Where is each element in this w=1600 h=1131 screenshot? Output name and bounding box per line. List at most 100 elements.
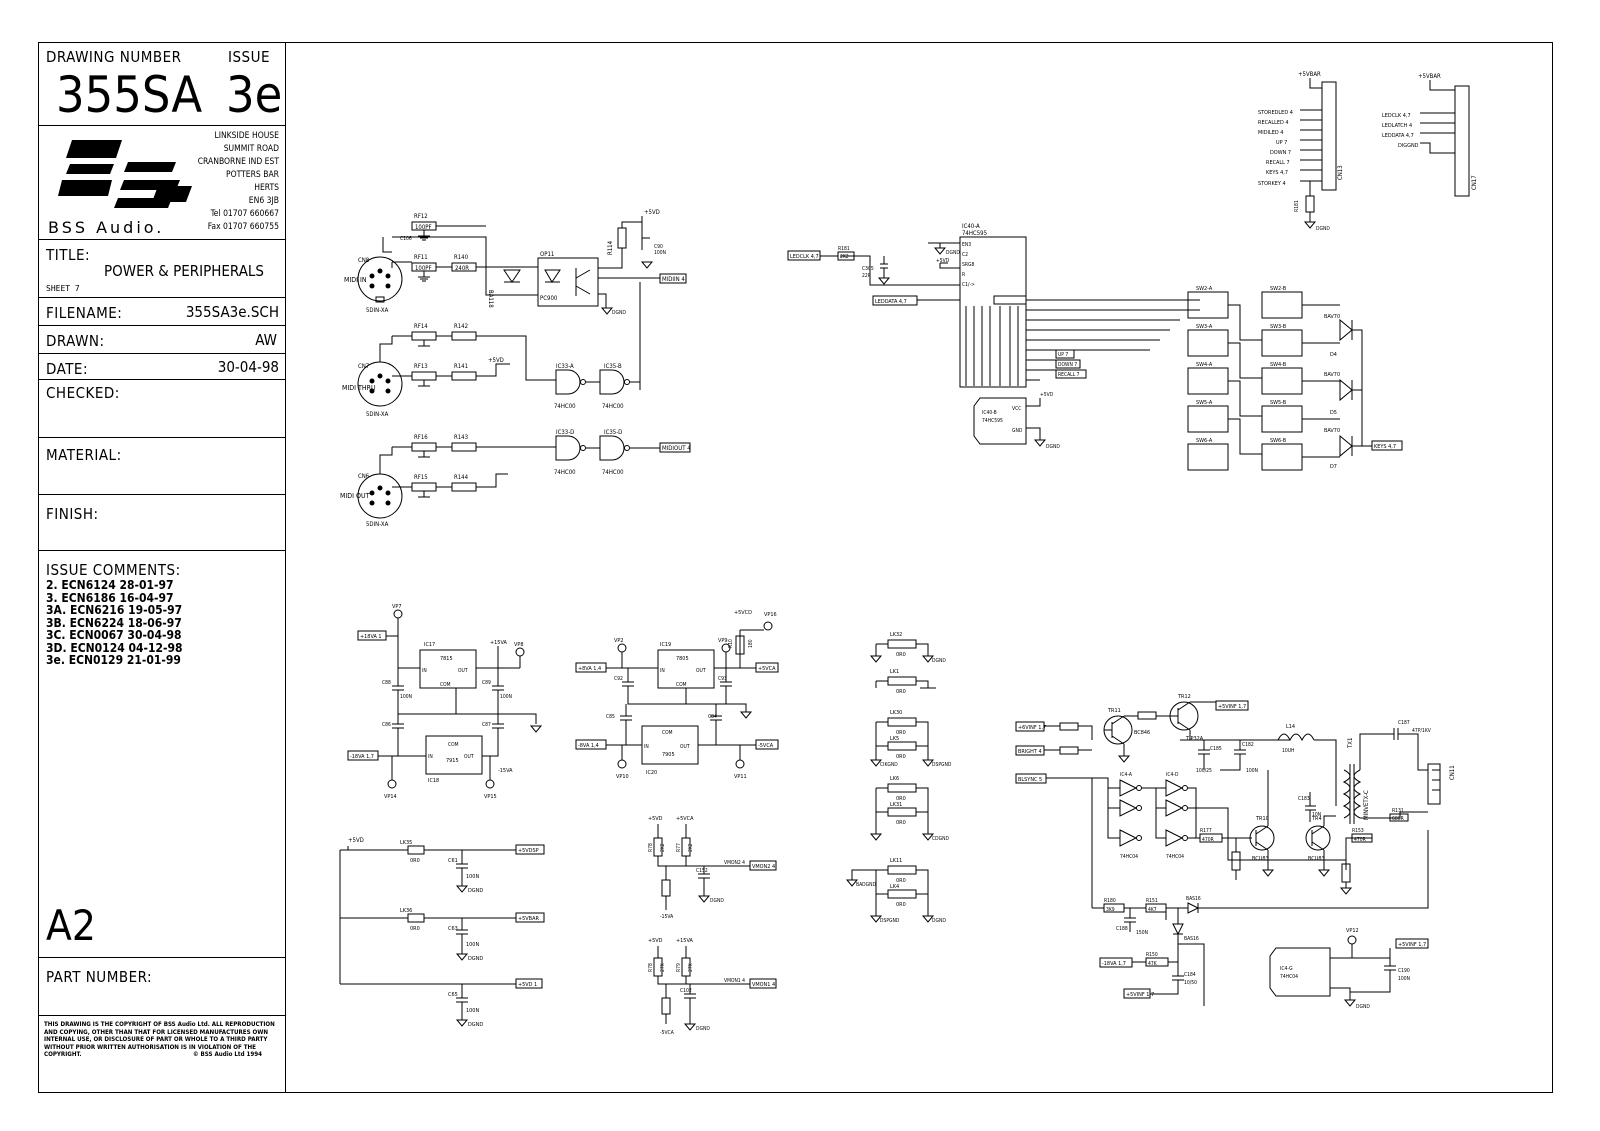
net-label: LEDCLK 4,7 — [1382, 113, 1411, 119]
cap-ref: C85 — [606, 714, 615, 720]
ic-ref: IC18 — [428, 778, 439, 784]
net-label: VMON1 4 — [752, 982, 775, 988]
cap-value: 100N — [1398, 976, 1410, 982]
switch-ref: SW4-A — [1196, 362, 1213, 368]
ic-type: 74HC595 — [962, 230, 987, 237]
net-label: +18VA 1 — [360, 634, 382, 640]
net-label: UP 7 — [1058, 352, 1068, 358]
resistor-value: 3K9 — [1106, 907, 1115, 913]
address-line: EN6 3JB — [248, 196, 279, 206]
gate-ref: IC33-A — [556, 363, 574, 370]
diode-ref: BA118 — [487, 290, 494, 308]
transistor-ref: TR12 — [1177, 694, 1191, 700]
resistor-value: 27K — [688, 962, 694, 972]
supply-rails: +5VD LK35 LK36 0R0 0R0 C61 C63 C65 100N … — [339, 837, 545, 1028]
connector-ref: CN7 — [358, 363, 369, 370]
switch-ref: SW2-B — [1270, 286, 1287, 292]
inverter-ref: IC4-D — [1166, 772, 1179, 778]
resistor-value: 2K2 — [660, 843, 666, 852]
regulator-section-15v: IC17 7815 IN OUT COM +18VA 1 VP7 VP8 +15… — [347, 604, 543, 800]
opto-ref: OP11 — [540, 251, 554, 258]
link-ref: LK4 — [890, 884, 899, 890]
supply-label: +5VD — [648, 816, 663, 822]
switch-ref: SW3-A — [1196, 324, 1213, 330]
din-connector-midi-out — [357, 473, 403, 519]
pin-label: COM — [676, 682, 687, 688]
resistor-ref: R144 — [454, 474, 469, 481]
ground-label: CDGND — [932, 836, 949, 842]
inverter-type: 74HC04 — [1120, 854, 1138, 860]
link-ref: LK5 — [890, 736, 899, 742]
copyright-notice: THIS DRAWING IS THE COPYRIGHT OF BSS Aud… — [44, 1021, 280, 1059]
pin-label: COM — [448, 742, 459, 748]
date-value: 30-04-98 — [217, 358, 279, 376]
resistor-ref: R181 — [838, 246, 850, 252]
net-label: +5VDSP — [518, 848, 539, 854]
link-ref: LK30 — [890, 710, 902, 716]
pin-label: VCC — [1012, 406, 1021, 412]
gate-ref: IC33-D — [556, 429, 574, 436]
sheet-size: A2 — [46, 901, 96, 950]
vp-label: VP8 — [514, 642, 524, 648]
cap-value: 100N — [466, 942, 479, 948]
company-name: BSS Audio. — [48, 218, 165, 237]
net-label: UP 7 — [1276, 140, 1287, 146]
connector-cn17: +5VBAR CN17 LEDCLK 4,7 LEDLATCH 4 LEDDAT… — [1382, 73, 1478, 197]
ground-label: DGND — [932, 658, 946, 664]
drawing-number: 355SA — [56, 66, 203, 124]
address-line: Tel 01707 660667 — [210, 209, 279, 219]
net-label: RECALL 7 — [1058, 372, 1080, 378]
net-label: +5VCA — [758, 666, 776, 672]
transistor-ref: TR10 — [1255, 816, 1269, 822]
cap-ref: C152 — [696, 868, 708, 874]
gate-type: 74HC00 — [554, 469, 576, 476]
transistor-type: BC846 — [1134, 730, 1150, 736]
cap-ref: C182 — [1242, 742, 1254, 748]
cap-value: 47P/1KV — [1412, 728, 1432, 734]
resistor-ref: R150 — [1146, 952, 1158, 958]
cap-value: 100N — [400, 694, 412, 700]
filename-value: 355SA3e.SCH — [185, 303, 279, 321]
transformer-ref: TX1 — [1347, 738, 1354, 749]
optocoupler — [537, 257, 599, 307]
rail-label: -5VCA — [660, 1030, 675, 1036]
cap-ref: C188 — [1116, 926, 1128, 932]
net-label: DOWN 7 — [1058, 362, 1077, 368]
cap-ref: C84 — [708, 714, 717, 720]
midi-thru-label: MIDI THRU — [342, 384, 376, 392]
filter-ref: RF12 — [414, 213, 428, 220]
dgnd-label: DGND — [696, 1026, 710, 1032]
title-block: DRAWING NUMBER ISSUE 355SA 3e BSS Audio.… — [38, 42, 286, 1093]
resistor-ref: R140 — [454, 254, 469, 261]
ground-links: LK32 LK1 LK30 LK5 LK6 LK31 LK11 LK4 0R0 … — [845, 632, 952, 924]
date-cell: DATE: 30-04-98 — [38, 354, 285, 380]
net-label: LEDDATA 4,7 — [875, 299, 907, 305]
cap-ref: C187 — [1398, 720, 1410, 726]
dgnd-label: DGND — [612, 310, 626, 316]
drawing-number-cell: DRAWING NUMBER ISSUE 355SA 3e — [38, 42, 285, 126]
checked-cell: CHECKED: — [38, 380, 285, 438]
net-label: -15VA — [498, 768, 513, 774]
net-label: -18VA 1,7 — [1102, 961, 1126, 967]
resistor-value: 27K — [660, 962, 666, 972]
inductor-ref: L14 — [1286, 724, 1295, 730]
pin-label: C1/-> — [962, 282, 975, 288]
supply-label: +5VD — [1040, 392, 1054, 398]
diode-ref: D4 — [1330, 352, 1337, 358]
cap-ref: C185 — [1210, 746, 1222, 752]
pin-label: C2 — [962, 252, 968, 258]
cap-value: 100N — [654, 250, 666, 256]
connector-cn13: +5VBAR CN13 STOREDLED 4 RECALLED 4 MIDIL… — [1258, 71, 1344, 232]
company-address: LINKSIDE HOUSE SUMMIT ROAD CRANBORNE IND… — [198, 130, 279, 234]
ic-type: 7815 — [440, 656, 453, 662]
address-line: POTTERS BAR — [225, 170, 279, 180]
vp-label: VP15 — [484, 794, 497, 800]
resistor-value: 2K2 — [688, 843, 694, 852]
dgnd-label: DGND — [1356, 1004, 1370, 1010]
copyright-line: INTERNAL USE, OR DISCLOSURE OF PART OR W… — [44, 1036, 268, 1043]
pin-label: IN — [644, 744, 649, 750]
dgnd-label: DGND — [1316, 226, 1330, 232]
switch-ref: SW5-A — [1196, 400, 1213, 406]
connector-type: 5DIN-XA — [366, 307, 389, 314]
vp-label: VP10 — [616, 774, 629, 780]
